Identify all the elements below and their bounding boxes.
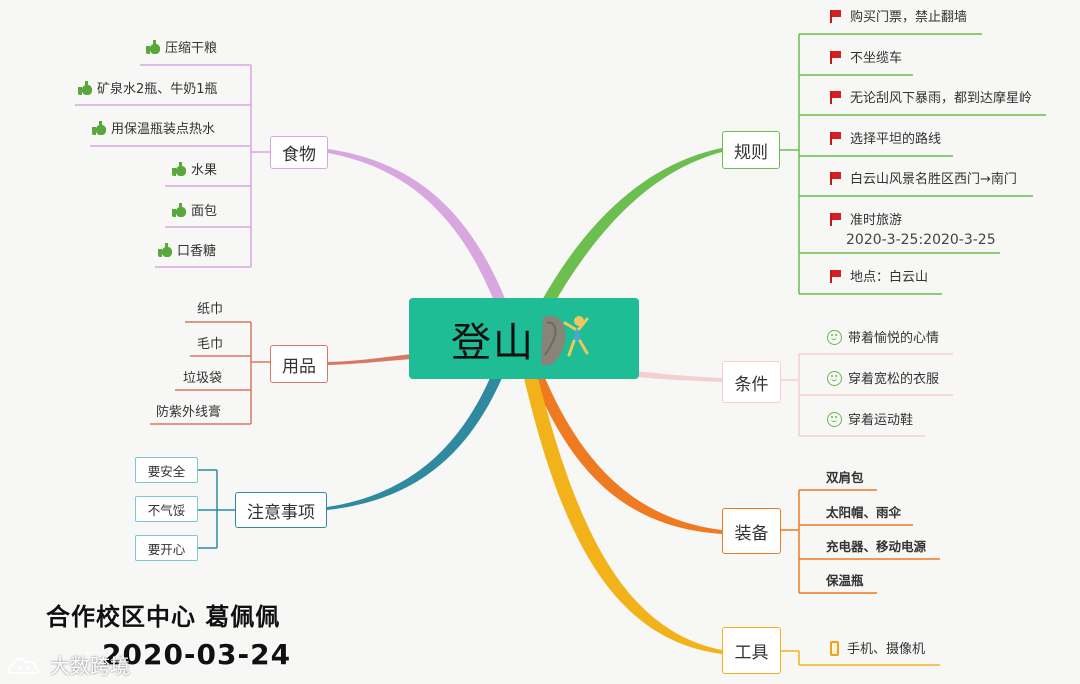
- branch-food: [328, 149, 508, 306]
- thumbs-up-icon: [158, 243, 172, 257]
- conditions-item[interactable]: 穿着宽松的衣服: [827, 371, 939, 388]
- conditions-leaf-lines: [781, 353, 953, 437]
- equipment-item[interactable]: 太阳帽、雨伞: [826, 505, 902, 520]
- tools-leaf-lines: [781, 650, 940, 666]
- topic-food-label: 食物: [282, 145, 316, 165]
- red-flag-icon: [830, 132, 842, 145]
- branch-supplies: [328, 354, 412, 365]
- food-item[interactable]: 面包: [172, 203, 217, 220]
- food-item[interactable]: 压缩干粮: [146, 40, 217, 57]
- supplies-item[interactable]: 防紫外线膏: [156, 405, 222, 420]
- supplies-item[interactable]: 纸巾: [197, 302, 224, 317]
- watermark-text: 大数跨境: [50, 654, 130, 678]
- topic-notes-label: 注意事项: [247, 502, 315, 523]
- rules-item[interactable]: 购买门票，禁止翻墙: [830, 10, 967, 26]
- climber-icon: [541, 315, 589, 365]
- equipment-item[interactable]: 保温瓶: [826, 573, 864, 588]
- notes-item[interactable]: 要安全: [135, 457, 198, 483]
- topic-tools[interactable]: 工具: [722, 627, 781, 674]
- cloud-logo-icon: [7, 657, 40, 674]
- rules-item[interactable]: 无论刮风下暴雨，都到达摩星岭: [830, 91, 1032, 107]
- conditions-item[interactable]: 穿着运动鞋: [827, 412, 913, 429]
- rules-item[interactable]: 准时旅游: [830, 213, 902, 229]
- food-item[interactable]: 口香糖: [158, 243, 216, 260]
- food-leaf-lines: [75, 64, 270, 268]
- branch-equipment: [533, 378, 722, 534]
- thumbs-up-icon: [172, 162, 186, 176]
- smiley-icon: [827, 330, 842, 345]
- notes-item[interactable]: 要开心: [135, 535, 198, 561]
- rules-item[interactable]: 地点：白云山: [830, 270, 928, 286]
- food-item[interactable]: 矿泉水2瓶、牛奶1瓶: [78, 81, 218, 98]
- red-flag-icon: [830, 10, 842, 23]
- thumbs-up-icon: [172, 203, 186, 217]
- topic-food[interactable]: 食物: [270, 136, 328, 169]
- thumbs-up-icon: [78, 81, 92, 95]
- rules-item[interactable]: 选择平坦的路线: [830, 132, 941, 148]
- topic-equipment-label: 装备: [734, 523, 769, 544]
- watermark: 大数跨境: [6, 650, 130, 679]
- tools-item[interactable]: 手机、摄像机: [830, 641, 925, 658]
- red-flag-icon: [830, 270, 842, 283]
- topic-conditions-label: 条件: [734, 374, 769, 395]
- phone-icon: [830, 641, 839, 656]
- red-flag-icon: [830, 213, 842, 226]
- root-node[interactable]: 登山: [409, 298, 639, 379]
- thumbs-up-icon: [92, 121, 106, 135]
- topic-conditions[interactable]: 条件: [722, 361, 781, 403]
- food-item[interactable]: 水果: [172, 162, 217, 179]
- date-label: 2020-03-24: [102, 638, 292, 671]
- branch-rules: [541, 148, 722, 302]
- topic-rules[interactable]: 规则: [722, 131, 780, 169]
- rules-item[interactable]: 不坐缆车: [830, 51, 902, 67]
- equipment-item[interactable]: 双肩包: [826, 470, 864, 485]
- topic-supplies[interactable]: 用品: [270, 345, 328, 383]
- red-flag-icon: [830, 51, 842, 64]
- supplies-item[interactable]: 垃圾袋: [183, 371, 223, 386]
- supplies-item[interactable]: 毛巾: [197, 337, 224, 352]
- smiley-icon: [827, 371, 842, 386]
- branch-notes: [327, 378, 502, 510]
- root-title: 登山: [451, 319, 535, 366]
- equipment-item[interactable]: 充电器、移动电源: [826, 539, 927, 554]
- notes-leaf-lines: [198, 469, 235, 549]
- author-label: 合作校区中心 葛佩佩: [46, 603, 281, 631]
- thumbs-up-icon: [146, 40, 160, 54]
- topic-rules-label: 规则: [734, 142, 768, 163]
- branch-conditions: [636, 371, 722, 382]
- conditions-item[interactable]: 带着愉悦的心情: [827, 330, 939, 347]
- rules-time-note: 2020-3-25:2020-3-25: [846, 232, 996, 248]
- topic-notes[interactable]: 注意事项: [235, 492, 327, 528]
- rules-item[interactable]: 白云山风景名胜区西门→南门: [830, 172, 1017, 188]
- topic-supplies-label: 用品: [282, 356, 316, 377]
- branch-tools: [524, 378, 722, 654]
- notes-item[interactable]: 不气馁: [135, 496, 198, 522]
- smiley-icon: [827, 412, 842, 427]
- supplies-leaf-lines: [150, 321, 270, 425]
- equipment-leaf-lines: [781, 489, 940, 594]
- red-flag-icon: [830, 91, 842, 104]
- red-flag-icon: [830, 172, 842, 185]
- topic-equipment[interactable]: 装备: [722, 508, 781, 554]
- food-item[interactable]: 用保温瓶装点热水: [92, 121, 215, 138]
- topic-tools-label: 工具: [734, 643, 769, 663]
- rules-leaf-lines: [780, 33, 1046, 295]
